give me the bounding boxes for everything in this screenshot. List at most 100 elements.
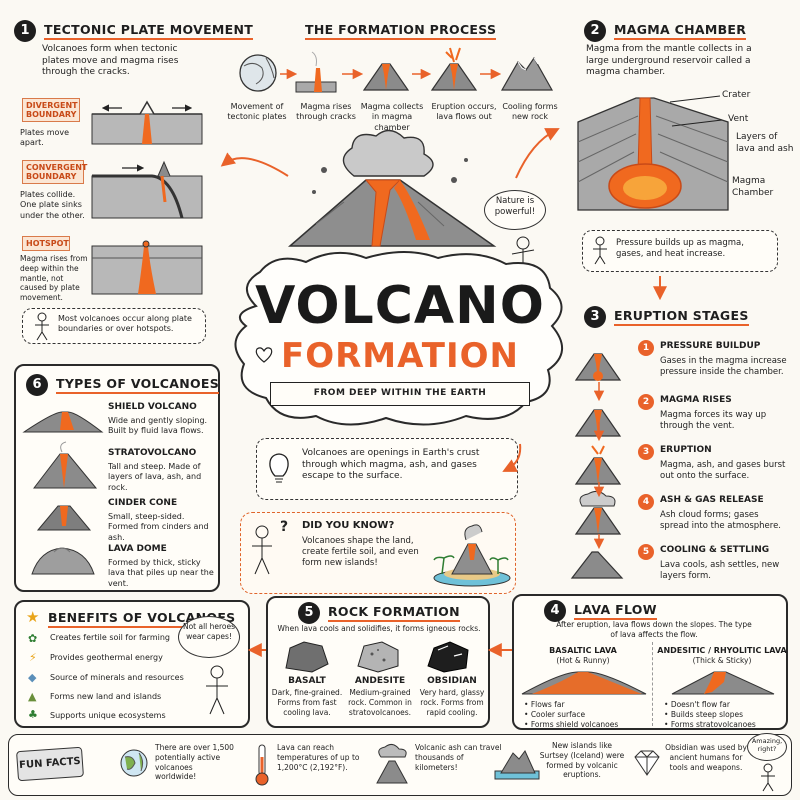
benefit-item: Source of minerals and resources bbox=[50, 673, 184, 682]
question-mark-icon: ? bbox=[280, 519, 289, 535]
lava-point: • Doesn't flow far bbox=[664, 700, 730, 709]
lava-point: • Forms shield volcanoes bbox=[524, 720, 619, 729]
lava-type-name: ANDESITIC / RHYOLITIC LAVA bbox=[657, 646, 787, 655]
stage-desc: Ash cloud forms; gases spread into the a… bbox=[660, 510, 782, 532]
chamber-label-vent: Vent bbox=[728, 114, 749, 124]
sprout-icon: ✿ bbox=[28, 632, 38, 645]
lava-point: • Flows far bbox=[524, 700, 565, 709]
volcano-type-name: CINDER CONE bbox=[108, 498, 178, 508]
boundary-desc: Magma rises from deep within the mantle,… bbox=[20, 254, 88, 302]
crystal-icon: ◆ bbox=[28, 671, 37, 684]
andesite-rock-icon bbox=[357, 641, 399, 673]
stick-figure-icon bbox=[593, 236, 607, 265]
lava-dome-icon bbox=[31, 547, 95, 575]
stage-title: ASH & GAS RELEASE bbox=[660, 495, 764, 505]
rock-name: OBSIDIAN bbox=[427, 676, 477, 686]
section-number: 6 bbox=[26, 374, 48, 396]
process-step: Eruption occurs, lava flows out bbox=[431, 102, 497, 122]
rock-name: ANDESITE bbox=[354, 676, 406, 686]
dyk-text: Volcanoes shape the land, create fertile… bbox=[302, 536, 419, 569]
section-number: 1 bbox=[14, 20, 36, 42]
section-number: 3 bbox=[584, 306, 606, 328]
rock-section: 5 ROCK FORMATION When lava cools and sol… bbox=[266, 596, 490, 728]
chamber-intro: Magma from the mantle collects in a larg… bbox=[586, 44, 752, 78]
lava-intro: After eruption, lava flows down the slop… bbox=[556, 620, 752, 639]
shield-volcano-icon bbox=[22, 411, 104, 433]
boundary-label-hotspot: HOTSPOT bbox=[22, 236, 70, 252]
process-step: Movement of tectonic plates bbox=[227, 102, 287, 122]
fact-item: Obsidian was used by ancient humans for … bbox=[665, 743, 747, 772]
stick-figure-icon bbox=[35, 312, 49, 341]
definition-text: Volcanoes are openings in Earth's crust … bbox=[302, 448, 480, 482]
benefit-item: Forms new land and islands bbox=[50, 692, 162, 701]
section-title: TYPES OF VOLCANOES bbox=[56, 376, 220, 394]
stage-desc: Magma forces its way up through the vent… bbox=[660, 410, 767, 432]
section-number: 4 bbox=[544, 600, 566, 622]
lava-point: • Forms stratovolcanoes bbox=[664, 720, 756, 729]
volcano-type-desc: Formed by thick, sticky lava that piles … bbox=[108, 558, 214, 588]
stage-title: ERUPTION bbox=[660, 445, 712, 455]
speech-bubble-text: Nature is powerful! bbox=[494, 196, 536, 218]
globe-icon bbox=[120, 749, 148, 777]
stick-figure-icon bbox=[252, 525, 272, 575]
benefit-item: Supports unique ecosystems bbox=[50, 711, 166, 720]
speech-bubble-text: Amazing, right? bbox=[751, 737, 783, 754]
stage-desc: Gases in the magma increase pressure ins… bbox=[660, 356, 787, 378]
section-title: MAGMA CHAMBER bbox=[614, 22, 747, 40]
obsidian-rock-icon bbox=[427, 641, 469, 673]
section-number: 5 bbox=[298, 602, 320, 624]
boundary-label-divergent: DIVERGENT BOUNDARY bbox=[22, 98, 80, 123]
land-icon: ▲ bbox=[28, 690, 37, 703]
volcano-type-name: SHIELD VOLCANO bbox=[108, 402, 197, 412]
speech-bubble-text: Not all heroes wear capes! bbox=[182, 622, 236, 641]
fun-facts-section: FUN FACTS There are over 1,500 potential… bbox=[8, 733, 792, 796]
lava-type-sub: (Hot & Runny) bbox=[556, 656, 610, 665]
speech-bubble bbox=[747, 733, 787, 761]
section-title: ROCK FORMATION bbox=[328, 604, 460, 622]
benefit-item: Creates fertile soil for farming bbox=[50, 633, 170, 642]
island-volcano-icon bbox=[433, 524, 511, 587]
stage-desc: Lava cools, ash settles, new layers form… bbox=[660, 560, 780, 582]
volcano-type-name: LAVA DOME bbox=[108, 544, 167, 554]
stick-figure-icon bbox=[761, 763, 775, 792]
stage-desc: Magma, ash, and gases burst out onto the… bbox=[660, 460, 786, 482]
star-icon: ★ bbox=[26, 608, 40, 626]
process-step: Magma collects in magma chamber bbox=[360, 102, 424, 132]
definition-box bbox=[256, 438, 518, 500]
section-title: TECTONIC PLATE MOVEMENT bbox=[44, 22, 254, 40]
diamond-icon bbox=[634, 750, 660, 776]
section-title: ERUPTION STAGES bbox=[614, 308, 749, 326]
tectonic-note-text: Most volcanoes occur along plate boundar… bbox=[58, 314, 192, 334]
fun-facts-title: FUN FACTS bbox=[16, 746, 84, 782]
divergent-illustration bbox=[91, 100, 203, 145]
chamber-note bbox=[582, 230, 778, 272]
tree-icon: ♣ bbox=[28, 708, 38, 721]
rock-intro: When lava cools and solidifies, it forms… bbox=[277, 624, 481, 633]
rock-name: BASALT bbox=[288, 676, 326, 686]
benefits-section: ★ BENEFITS OF VOLCANOES ✿ Creates fertil… bbox=[14, 600, 250, 728]
stick-figure-icon bbox=[206, 665, 228, 715]
process-title: THE FORMATION PROCESS bbox=[305, 22, 497, 40]
basalt-rock-icon bbox=[285, 641, 329, 673]
main-subtitle: FORMATION bbox=[280, 336, 520, 376]
rock-desc: Very hard, glassy rock. Forms from rapid… bbox=[419, 688, 485, 717]
ribbon: FROM DEEP WITHIN THE EARTH bbox=[270, 382, 530, 406]
cinder-cone-icon bbox=[36, 505, 92, 531]
lightning-icon: ⚡ bbox=[29, 651, 37, 664]
fact-item: New islands like Surtsey (Iceland) were … bbox=[539, 741, 625, 780]
lava-point: • Builds steep slopes bbox=[664, 710, 744, 719]
boundary-desc: Plates move apart. bbox=[20, 128, 70, 148]
magma-chamber-illustration bbox=[577, 97, 729, 211]
lava-section: 4 LAVA FLOW After eruption, lava flows d… bbox=[512, 594, 788, 730]
lava-type-sub: (Thick & Sticky) bbox=[692, 656, 752, 665]
volcano-type-desc: Tall and steep. Made of layers of lava, … bbox=[108, 462, 202, 492]
central-volcano-illustration bbox=[287, 129, 497, 247]
process-step: Cooling forms new rock bbox=[502, 102, 558, 122]
rock-desc: Dark, fine-grained. Forms from fast cool… bbox=[271, 688, 343, 717]
chamber-label-crater: Crater bbox=[722, 90, 751, 100]
main-title: VOLCANO bbox=[255, 276, 545, 336]
speech-bubble bbox=[484, 190, 546, 230]
chamber-note-text: Pressure builds up as magma, gases, and … bbox=[616, 238, 744, 260]
volcano-type-name: STRATOVOLCANO bbox=[108, 448, 197, 458]
island-icon bbox=[494, 750, 540, 780]
